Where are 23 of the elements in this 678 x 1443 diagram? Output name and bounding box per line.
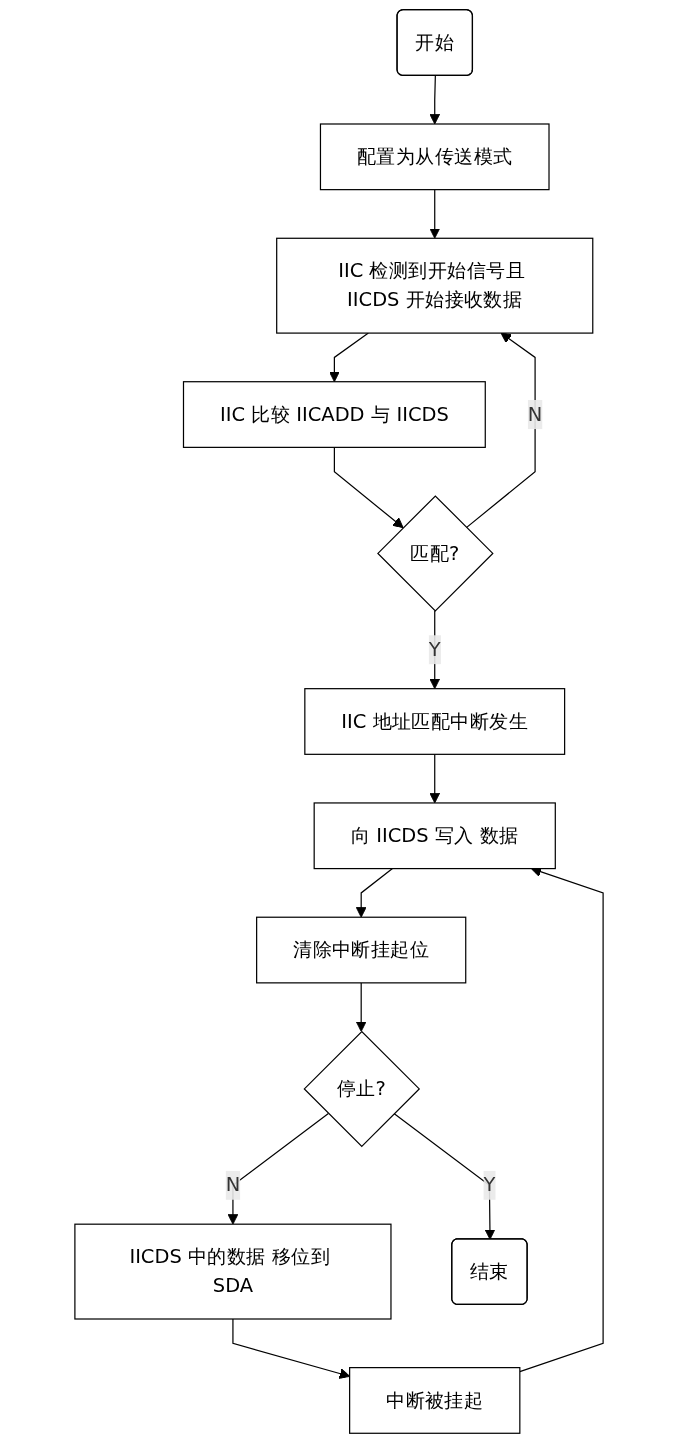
arrow xyxy=(329,332,369,383)
node-diamond: 匹配? xyxy=(377,495,494,612)
node-box: 配置为从传送模式 xyxy=(319,123,550,191)
edge-label: N xyxy=(225,1173,241,1197)
arrow xyxy=(355,982,367,1032)
arrow xyxy=(333,446,404,529)
arrow xyxy=(429,753,441,804)
edge-label: Y xyxy=(483,1173,496,1197)
edge-label: N xyxy=(527,402,543,426)
node-box: 中断被挂起 xyxy=(349,1367,521,1434)
node-diamond: 停止? xyxy=(303,1030,421,1148)
arrow xyxy=(429,189,441,239)
node-box: IIC 比较 IICADD 与 IICDS xyxy=(182,381,486,448)
arrow xyxy=(355,868,394,918)
node-box: 清除中断挂起位 xyxy=(256,916,467,984)
edge-label: Y xyxy=(428,637,441,661)
node-box: 向 IICDS 写入 数据 xyxy=(313,802,556,870)
arrow xyxy=(393,1112,496,1240)
arrow xyxy=(465,332,536,529)
node-box: IIC 地址匹配中断发生 xyxy=(304,688,566,755)
node-box: IICDS 中的数据 移位到 SDA xyxy=(74,1223,392,1320)
arrow xyxy=(429,75,441,125)
node-box: IIC 检测到开始信号且 IICDS 开始接收数据 xyxy=(276,237,594,334)
